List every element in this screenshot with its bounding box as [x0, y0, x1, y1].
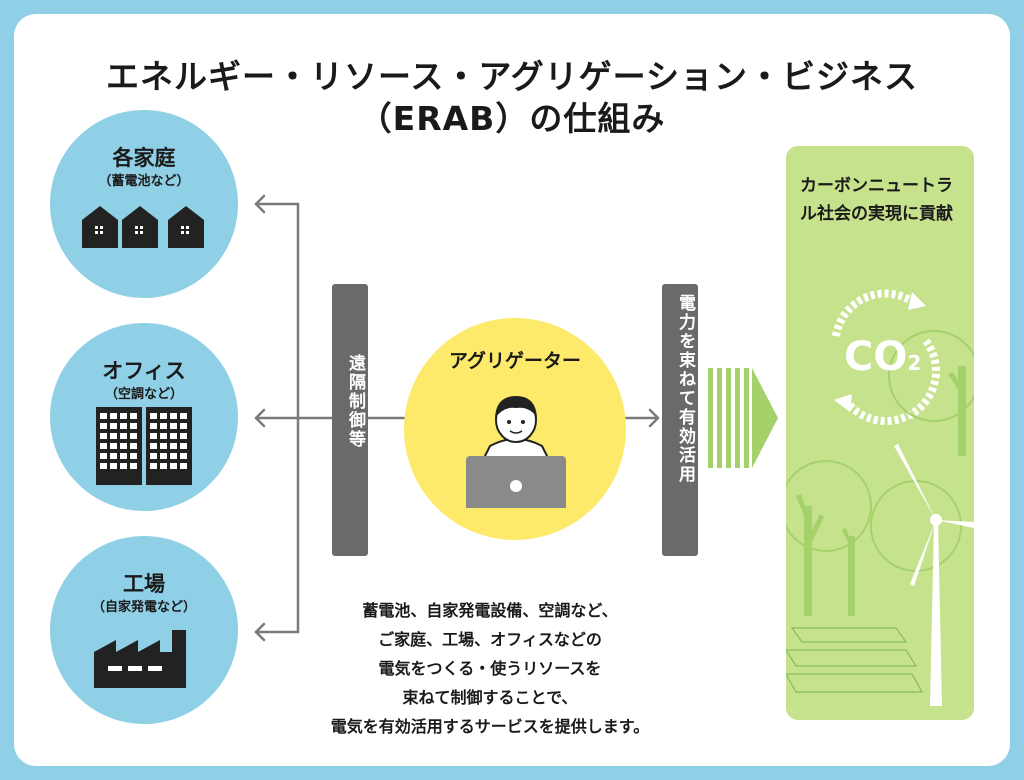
carbon-neutral-panel: カーボンニュートラル社会の実現に貢献 — [786, 146, 974, 720]
resource-title: 工場 — [123, 572, 165, 596]
description-caption: 蓄電池、自家発電設備、空調など、 ご家庭、工場、オフィスなどの 電気をつくる・使… — [250, 596, 730, 741]
office-building-icon — [96, 407, 192, 485]
resource-subtitle: （蓄電池など） — [98, 174, 190, 189]
remote-control-bar: 遠隔制御等 — [332, 284, 368, 556]
caption-line: ご家庭、工場、オフィスなどの — [378, 630, 602, 649]
aggregator-label: アグリゲーター — [448, 350, 582, 372]
co2-label: CO2 — [844, 334, 922, 380]
caption-line: 電気をつくる・使うリソースを — [378, 659, 602, 678]
resource-subtitle: （空調など） — [104, 387, 183, 402]
aggregator-circle: アグリゲーター — [404, 318, 626, 540]
caption-line: 電気を有効活用するサービスを提供します。 — [330, 717, 650, 736]
caption-line: 蓄電池、自家発電設備、空調など、 — [362, 601, 618, 620]
factory-icon — [94, 630, 186, 688]
resource-title: オフィス — [102, 359, 186, 383]
resource-households: 各家庭 （蓄電池など） — [50, 110, 238, 298]
person-with-laptop-icon — [466, 396, 566, 508]
power-bundling-bar: 電力を束ねて有効活用 — [662, 284, 698, 556]
carbon-neutral-text: カーボンニュートラル社会の実現に貢献 — [800, 176, 953, 224]
remote-control-label: 遠隔制御等 — [345, 354, 365, 449]
nature-illustration — [786, 289, 974, 706]
houses-icon — [82, 206, 204, 248]
power-bundling-label: 電力を束ねて有効活用 — [675, 294, 695, 484]
striped-arrow-icon — [708, 368, 778, 468]
resource-office: オフィス （空調など） — [50, 323, 238, 511]
resource-title: 各家庭 — [112, 146, 176, 170]
page-title: エネルギー・リソース・アグリゲーション・ビジネス — [105, 57, 919, 96]
page-title-line2: （ERAB）の仕組み — [358, 99, 666, 138]
resource-subtitle: （自家発電など） — [91, 600, 196, 615]
caption-line: 束ねて制御することで、 — [402, 688, 578, 707]
resource-factory: 工場 （自家発電など） — [50, 536, 238, 724]
